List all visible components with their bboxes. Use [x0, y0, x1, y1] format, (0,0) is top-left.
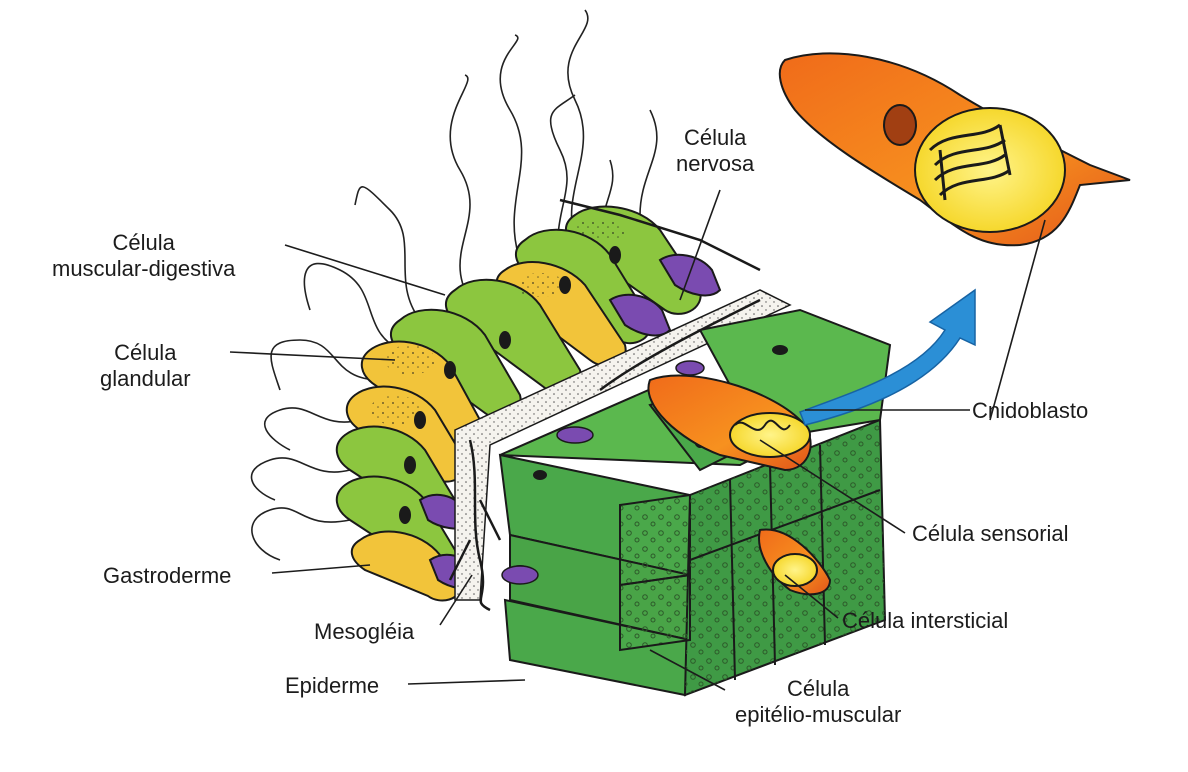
label-celula-glandular: Célula glandular — [100, 340, 191, 391]
arrow-icon — [799, 288, 976, 426]
gastroderm-granules — [370, 218, 625, 425]
nerve-cells — [448, 198, 761, 612]
cnidoblast-small — [758, 528, 832, 596]
label-celula-nervosa: Célula nervosa — [676, 125, 755, 176]
label-epiderme: Epiderme — [285, 673, 380, 698]
cell-nuclei — [399, 246, 621, 524]
cnidoblast-detail — [778, 52, 1131, 247]
label-celula-sensorial: Célula sensorial — [912, 521, 1069, 546]
label-gastroderme: Gastroderme — [103, 563, 232, 588]
label-cnidoblasto: Cnidoblasto — [972, 398, 1089, 423]
label-mesogleia: Mesogléia — [314, 619, 415, 644]
leader-lines — [229, 189, 1046, 691]
mesoglea — [454, 289, 792, 601]
label-celula-epitelio-muscular: Célula epitélio-muscular — [735, 676, 902, 727]
epidermis-interstitial — [501, 360, 705, 585]
label-celula-intersticial: Célula intersticial — [842, 608, 1009, 633]
label-celula-muscular-digestiva: Célula muscular-digestiva — [52, 230, 236, 281]
